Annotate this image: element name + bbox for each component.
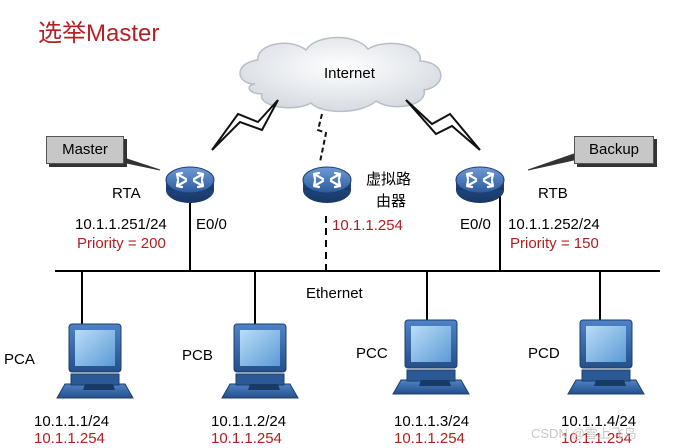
pcc-name: PCC	[356, 345, 388, 362]
pca-gateway: 10.1.1.254	[34, 430, 105, 447]
rtb-priority: Priority = 150	[510, 235, 599, 252]
pca-ip: 10.1.1.1/24	[34, 413, 110, 430]
pcb-ip: 10.1.1.2/24	[211, 413, 287, 430]
virtual-router-name-line1: 虚拟路	[366, 171, 412, 188]
rtb-port: E0/0	[460, 216, 491, 233]
rta-port: E0/0	[196, 216, 227, 233]
internet-label: Internet	[324, 65, 375, 82]
virtual-router-name-line2: 由器	[376, 193, 407, 210]
watermark: CSDN @雪上飞鸟	[531, 426, 637, 441]
pcd-ip: 10.1.1.4/24	[561, 413, 637, 430]
rtb-internet-link	[405, 99, 481, 151]
internet-cloud	[239, 36, 442, 113]
virtual-router-ip: 10.1.1.254	[332, 217, 403, 234]
pc-pcc-icon	[392, 319, 470, 395]
rta-name: RTA	[112, 185, 141, 202]
backup-callout-pointer	[527, 153, 575, 171]
pcd-gateway: 10.1.1.254	[561, 430, 632, 447]
pcc-gateway: 10.1.1.254	[394, 430, 465, 447]
pc-pca-icon	[56, 323, 134, 399]
pc-pcd-icon	[567, 319, 645, 395]
rtb-name: RTB	[538, 185, 568, 202]
rta-priority: Priority = 200	[77, 235, 166, 252]
pcd-name: PCD	[528, 345, 560, 362]
pc-pcb-icon	[221, 323, 299, 399]
backup-callout: Backup	[574, 136, 654, 164]
master-callout: Master	[46, 136, 124, 164]
rta-ip: 10.1.1.251/24	[75, 216, 167, 233]
rta-internet-link	[211, 99, 279, 151]
router-rtb-icon	[454, 165, 506, 205]
page-title: 选举Master	[38, 20, 160, 47]
router-virtual-icon	[301, 165, 353, 205]
pca-name: PCA	[4, 351, 35, 368]
router-rta-icon	[164, 165, 216, 205]
ethernet-label: Ethernet	[306, 285, 363, 302]
rtb-ip: 10.1.1.252/24	[508, 216, 600, 233]
pcb-name: PCB	[182, 347, 213, 364]
virtual-internet-link	[316, 113, 328, 163]
pcc-ip: 10.1.1.3/24	[394, 413, 470, 430]
pcb-gateway: 10.1.1.254	[211, 430, 282, 447]
